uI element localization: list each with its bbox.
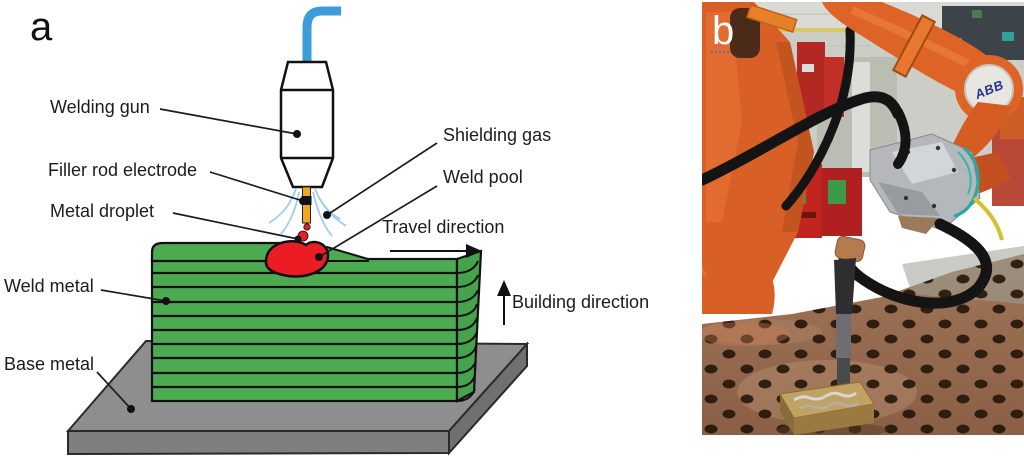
- leader-dots: [127, 130, 331, 413]
- yellow-cable: [972, 196, 1004, 241]
- leader-lines: [96, 108, 438, 410]
- label-travel-direction: Travel direction: [382, 217, 504, 237]
- hanging-cable: [781, 25, 855, 211]
- label-base-metal: Base metal: [4, 354, 94, 374]
- torch-cable: [302, 6, 341, 62]
- label-weld-pool: Weld pool: [443, 167, 523, 187]
- label-welding-gun: Welding gun: [50, 97, 150, 117]
- arm-clamp-ring: [891, 13, 937, 79]
- panel-a-diagram: a: [4, 5, 649, 456]
- panel-a-letter: a: [30, 5, 53, 49]
- workpiece-block: [777, 381, 887, 435]
- welding-gun: [279, 6, 341, 224]
- label-building-direction: Building direction: [512, 292, 649, 312]
- panel-b-letter: b: [712, 9, 734, 53]
- weld-beads: [793, 391, 857, 402]
- welding-torch: [834, 235, 866, 400]
- power-cable: [702, 91, 904, 186]
- robot-reflection: [702, 322, 790, 346]
- label-filler-rod: Filler rod electrode: [48, 160, 197, 180]
- label-metal-droplet: Metal droplet: [50, 201, 154, 221]
- label-weld-metal: Weld metal: [4, 276, 94, 296]
- bead-end-scallops: [456, 260, 479, 402]
- label-shielding-gas: Shielding gas: [443, 125, 551, 145]
- panel-b-photo: ABB: [702, 2, 1024, 435]
